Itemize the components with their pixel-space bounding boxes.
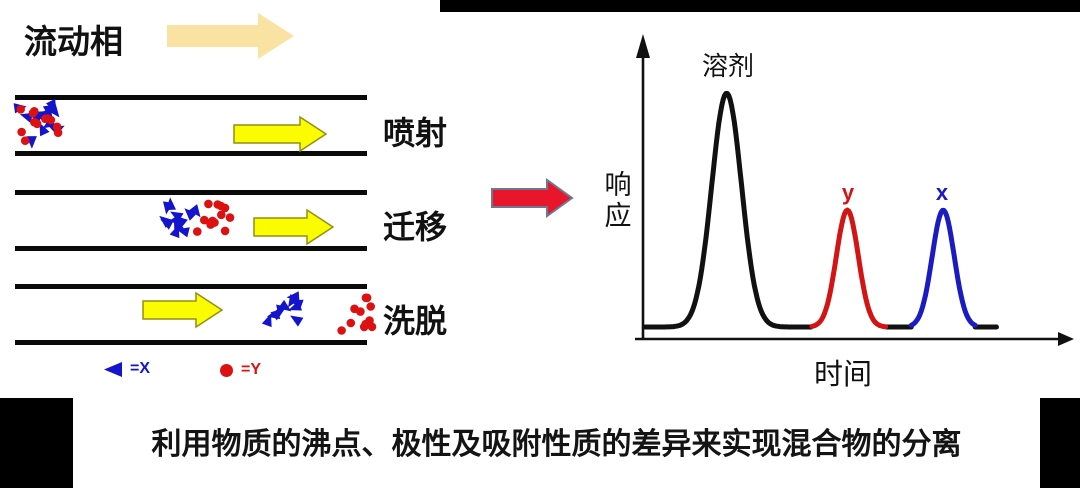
tube2-bottom-wall <box>15 246 367 251</box>
blue-particle-icon <box>165 197 177 211</box>
red-particle-icon <box>356 307 365 316</box>
peak-curve-溶剂 <box>642 91 814 330</box>
red-particle-icon <box>16 105 26 114</box>
blue-particle-icon <box>184 208 198 221</box>
blue-particle-icon <box>170 211 184 223</box>
red-particle-icon <box>193 227 202 236</box>
chromatogram-plot <box>635 34 1074 346</box>
red-particle-icon <box>20 136 30 145</box>
red-particle-icon <box>225 213 235 222</box>
tube2-top-wall <box>15 190 367 195</box>
tube1-top-wall <box>15 95 367 100</box>
red-particle-icon <box>220 226 230 236</box>
blue-particle-icon <box>188 204 201 218</box>
red-particle-icon <box>41 114 50 124</box>
mobile-phase-arrow-icon <box>167 13 294 59</box>
blue-particle-icon <box>290 299 304 310</box>
stage-label-elution: 洗脱 <box>383 303 448 339</box>
legend-x-text: =X <box>130 360 151 377</box>
bottom-right-black-bar <box>1040 398 1080 488</box>
particles-root <box>13 98 377 335</box>
stage-label-migration: 迁移 <box>383 209 448 245</box>
blue-particle-icon <box>39 122 50 137</box>
legend-item-x: =X <box>103 360 150 378</box>
red-particle-icon <box>367 322 377 332</box>
x-axis-arrow-icon <box>1058 332 1074 346</box>
tube1-bottom-wall <box>15 151 367 156</box>
peak-label-x: x <box>935 180 949 205</box>
red-particle-icon <box>213 200 222 209</box>
peak-label-y: y <box>841 180 855 205</box>
blue-particle-icon <box>278 299 292 312</box>
red-particle-icon <box>361 293 371 303</box>
particle-cluster-elution-red <box>337 293 377 335</box>
chart-y-axis-label: 响应 <box>604 170 632 231</box>
red-particle-icon <box>17 127 26 137</box>
blue-particle-icon <box>290 315 304 327</box>
tube3-bottom-wall <box>15 340 367 345</box>
blue-particle-icon <box>261 313 272 328</box>
red-particle-icon <box>217 210 226 220</box>
red-particle-icon <box>366 302 376 311</box>
peak-curve-y <box>809 207 889 330</box>
blue-particle-icon <box>286 291 300 302</box>
blue-triangle-shape <box>104 361 122 377</box>
red-particle-icon <box>204 199 213 209</box>
particle-cluster-injection-mixed <box>13 98 65 149</box>
red-dot-shape <box>220 363 233 377</box>
solvent-peak-label: 溶剂 <box>701 51 754 81</box>
transfer-arrow-icon <box>491 178 574 218</box>
blue-particle-icon <box>47 104 60 118</box>
top-black-bar <box>440 0 1080 12</box>
blue-particle-icon <box>45 98 57 113</box>
migration-arrow-icon <box>253 208 335 246</box>
particle-cluster-migration-partial <box>159 197 235 239</box>
mobile-phase-label: 流动相 <box>24 23 123 60</box>
legend-y-text: =Y <box>241 361 262 378</box>
red-particle-icon <box>337 326 346 335</box>
blue-particle-icon <box>169 224 180 239</box>
elution-arrow-icon <box>142 291 224 329</box>
red-particle-icon <box>200 215 209 225</box>
tube3-top-wall <box>15 284 367 289</box>
injection-arrow-icon <box>233 115 328 153</box>
chart-x-axis-label: 时间 <box>813 359 872 391</box>
legend-item-y: =Y <box>219 361 261 379</box>
red-particle-icon <box>28 108 38 118</box>
red-particle-icon <box>52 122 62 132</box>
bottom-left-black-bar <box>0 398 73 488</box>
red-particle-icon <box>346 318 356 328</box>
y-axis-arrow-icon <box>636 34 650 58</box>
red-dot-icon <box>219 363 234 378</box>
red-particle-icon <box>206 220 215 229</box>
blue-triangle-icon <box>103 361 123 378</box>
blue-particle-icon <box>160 219 174 230</box>
red-particle-icon <box>32 119 42 129</box>
caption-text: 利用物质的沸点、极性及吸附性质的差异来实现混合物的分离 <box>151 428 962 461</box>
peak-curve-x <box>908 207 978 328</box>
particle-cluster-elution-blue <box>261 291 304 328</box>
stage-label-injection: 喷射 <box>383 115 448 151</box>
